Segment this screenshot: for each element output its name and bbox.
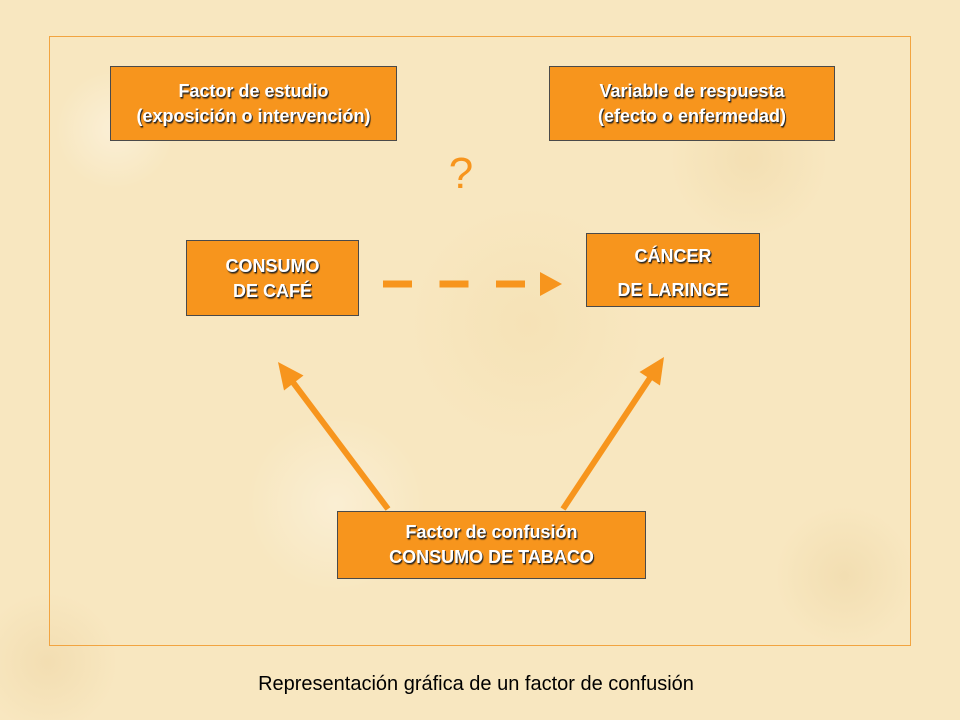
response-variable-title: Variable de respuesta (599, 80, 785, 101)
arrow-confounder-to-exposure (278, 362, 391, 511)
diagram-frame (49, 36, 911, 646)
confounder-subtitle: CONSUMO DE TABACO (389, 547, 594, 567)
outcome-line2: DE LARINGE (617, 280, 729, 300)
arrow-right-shaft (560, 376, 653, 511)
outcome-box: CÁNCER DE LARINGE (586, 233, 760, 307)
dashed-arrow-head (540, 272, 562, 296)
exposure-box: CONSUMO DE CAFÉ (186, 240, 359, 316)
response-variable-box: Variable de respuesta (efecto o enfermed… (549, 66, 835, 141)
outcome-line1: CÁNCER (634, 246, 712, 266)
exposure-line1: CONSUMO (225, 256, 320, 276)
arrow-confounder-to-outcome (560, 357, 664, 511)
confounder-box: Factor de confusión CONSUMO DE TABACO (337, 511, 646, 579)
study-factor-subtitle: (exposición o intervención) (136, 105, 371, 126)
arrow-right-head (639, 357, 664, 386)
dashed-arrow-exposure-to-outcome (383, 272, 562, 296)
study-factor-title: Factor de estudio (178, 80, 329, 101)
arrow-left-head (278, 362, 304, 391)
study-factor-box: Factor de estudio (exposición o interven… (110, 66, 397, 141)
arrow-left-shaft (289, 379, 391, 511)
confounder-title: Factor de confusión (405, 522, 578, 542)
exposure-line2: DE CAFÉ (232, 281, 312, 301)
slide-caption: Representación gráfica de un factor de c… (258, 673, 694, 695)
response-variable-subtitle: (efecto o enfermedad) (597, 105, 787, 126)
question-mark: ? (448, 149, 474, 198)
